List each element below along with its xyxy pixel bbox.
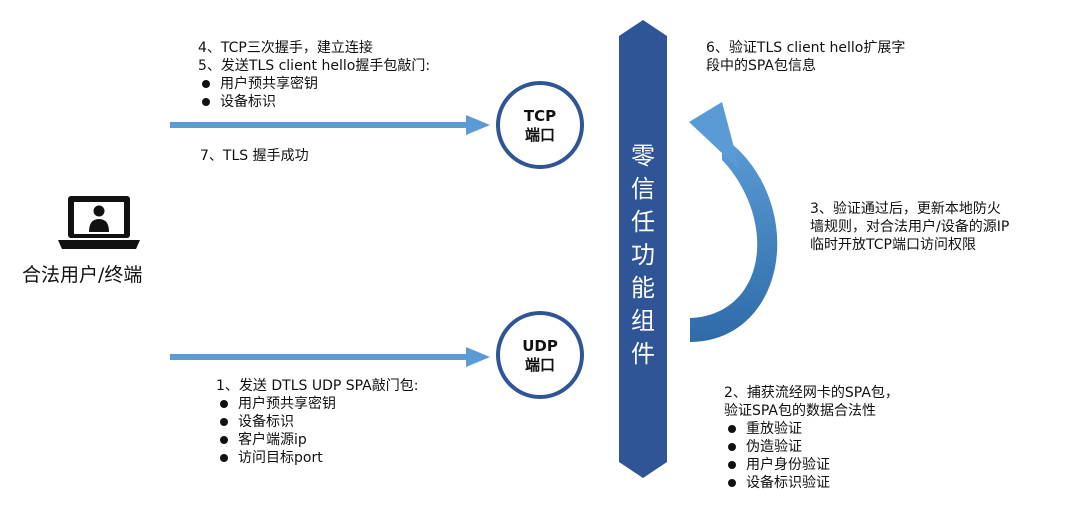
list-item: 伪造验证 [724,438,899,456]
pillar-char: 组 [631,307,655,335]
udp-port-label: UDP 端口 [500,337,580,375]
step5-title: 5、发送TLS client hello握手包敲门: [198,58,431,74]
step4-text: 4、TCP三次握手，建立连接 [198,40,373,56]
tcp-port-circle [496,81,584,169]
list-item: 用户预共享密钥 [198,75,430,93]
list-item: 设备标识 [216,413,418,431]
step3-line1: 3、验证通过后，更新本地防火 [810,201,1001,217]
pillar-char: 零 [631,142,655,170]
step5-block: 5、发送TLS client hello握手包敲门: 用户预共享密钥 设备标识 [198,57,430,111]
pillar-char: 功 [631,241,655,269]
list-item: 设备标识 [198,93,430,111]
curved-return-arrow [689,102,778,342]
pillar-char: 信 [631,175,655,203]
step2-list: 重放验证 伪造验证 用户身份验证 设备标识验证 [724,420,899,492]
zero-trust-pillar-label: 零 信 任 功 能 组 件 [620,140,666,371]
step7-text: 7、TLS 握手成功 [200,148,309,164]
list-item: 设备标识验证 [724,474,899,492]
step6-line1: 6、验证TLS client hello扩展字 [706,40,906,56]
udp-port-label-line2: 端口 [524,356,555,374]
arrow-to-udp-port [170,347,490,367]
pillar-char: 件 [631,340,655,368]
step6-line2: 段中的SPA包信息 [706,58,817,74]
laptop-user-icon [58,196,140,249]
user-terminal-label: 合法用户/终端 [22,264,143,286]
zero-trust-pillar [619,20,667,478]
udp-port-label-line1: UDP [522,337,558,355]
list-item: 访问目标port [216,449,418,467]
step2-block: 2、捕获流经网卡的SPA包， 验证SPA包的数据合法性 重放验证 伪造验证 用户… [724,384,899,492]
tcp-port-label-line1: TCP [523,107,557,125]
step1-list: 用户预共享密钥 设备标识 客户端源ip 访问目标port [216,395,418,467]
list-item: 重放验证 [724,420,899,438]
pillar-char: 能 [631,274,655,302]
arrow-to-tcp-port [170,115,490,135]
step6-block: 6、验证TLS client hello扩展字 段中的SPA包信息 [706,39,905,75]
tcp-port-label: TCP 端口 [500,107,580,145]
step3-line2: 墙规则，对合法用户/设备的源IP [810,219,1010,235]
step1-block: 1、发送 DTLS UDP SPA敲门包: 用户预共享密钥 设备标识 客户端源i… [216,377,418,467]
list-item: 客户端源ip [216,431,418,449]
step2-line2: 验证SPA包的数据合法性 [724,403,877,419]
step5-list: 用户预共享密钥 设备标识 [198,75,430,111]
step3-line3: 临时开放TCP端口访问权限 [810,237,976,253]
list-item: 用户身份验证 [724,456,899,474]
udp-port-circle [496,311,584,399]
pillar-char: 任 [631,208,655,236]
tcp-port-label-line2: 端口 [524,126,555,144]
step2-line1: 2、捕获流经网卡的SPA包， [724,385,899,401]
step1-title: 1、发送 DTLS UDP SPA敲门包: [216,378,419,394]
list-item: 用户预共享密钥 [216,395,418,413]
step3-block: 3、验证通过后，更新本地防火 墙规则，对合法用户/设备的源IP 临时开放TCP端… [810,200,1009,254]
